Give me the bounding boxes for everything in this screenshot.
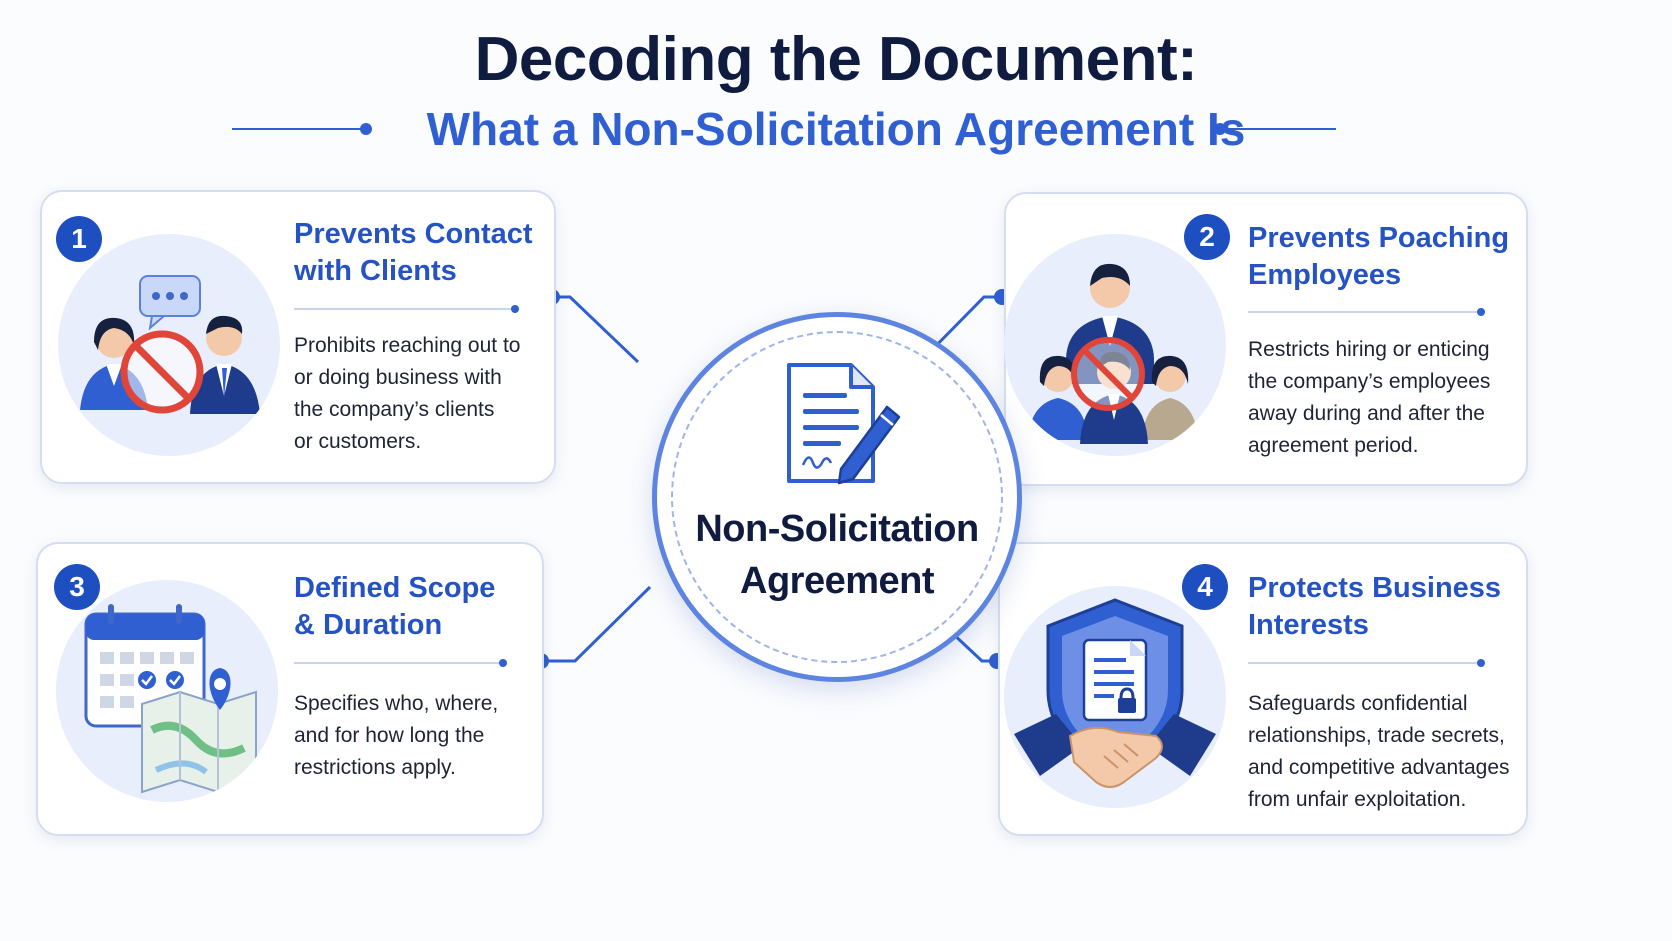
page-title: Decoding the Document: xyxy=(474,25,1198,94)
card-desc-line: or doing business with xyxy=(294,366,502,389)
card-number-badge: 1 xyxy=(56,216,102,262)
card-title-line: with Clients xyxy=(294,255,457,287)
card-divider xyxy=(1248,308,1485,316)
center-dashed-ring xyxy=(671,331,1003,663)
card-desc-line: Safeguards confidential xyxy=(1248,692,1468,715)
card-desc-line: and for how long the xyxy=(294,724,485,747)
no-client-contact-icon xyxy=(58,234,280,456)
card-divider xyxy=(1248,659,1485,667)
no-employee-poaching-icon xyxy=(1004,234,1226,456)
card-number-badge: 2 xyxy=(1184,214,1230,260)
subtitle-row: What a Non-Solicitation Agreement Is xyxy=(0,94,1672,164)
card-title-line: Employees xyxy=(1248,259,1402,291)
subtitle-left-line xyxy=(232,128,366,130)
shield-handshake-icon xyxy=(1004,586,1226,808)
card-description: Safeguards confidential relationships, t… xyxy=(1248,688,1510,816)
card-desc-line: Specifies who, where, xyxy=(294,692,499,715)
card-description: Prohibits reaching out to or doing busin… xyxy=(294,330,520,458)
card-number-badge: 4 xyxy=(1182,564,1228,610)
card-desc-line: or customers. xyxy=(294,430,422,453)
card-title-line: Prevents Poaching xyxy=(1248,222,1510,254)
card-title-line: Interests xyxy=(1248,609,1369,641)
card-title-line: Defined Scope xyxy=(294,572,496,604)
subtitle-left-dot xyxy=(360,123,372,135)
card-title: Prevents Poaching Employees xyxy=(1248,220,1509,294)
card-desc-line: relationships, trade secrets, xyxy=(1248,724,1505,747)
subtitle-right-line xyxy=(1222,128,1336,130)
card-description: Specifies who, where, and for how long t… xyxy=(294,688,498,784)
card-title-line: Protects Business xyxy=(1248,572,1502,604)
card-prevents-contact-with-clients: 1 Prevents Contact with Clients Prohibit… xyxy=(40,190,556,484)
connector-3 xyxy=(541,585,652,663)
card-divider xyxy=(294,305,519,313)
card-title: Defined Scope & Duration xyxy=(294,570,495,644)
card-desc-line: away during and after the xyxy=(1248,402,1485,425)
card-desc-line: Prohibits reaching out to xyxy=(294,334,521,357)
card-desc-line: and competitive advantages xyxy=(1248,756,1510,779)
page-subtitle: What a Non-Solicitation Agreement Is xyxy=(426,103,1246,155)
card-number-badge: 3 xyxy=(54,564,100,610)
card-desc-line: the company’s employees xyxy=(1248,370,1491,393)
calendar-map-icon xyxy=(56,580,278,802)
card-description: Restricts hiring or enticing the company… xyxy=(1248,334,1490,462)
subtitle-right-dot xyxy=(1214,123,1226,135)
connector-1 xyxy=(552,295,640,364)
card-defined-scope-duration: 3 Defined Scope & Duration Specifies who… xyxy=(36,542,544,836)
card-desc-line: restrictions apply. xyxy=(294,756,456,779)
center-label-line: Agreement xyxy=(740,560,935,602)
center-hub: Non-Solicitation Agreement xyxy=(652,312,1022,682)
card-title: Protects Business Interests xyxy=(1248,570,1501,644)
card-protects-business-interests: 4 Protects Business Interests Safeguards… xyxy=(998,542,1528,836)
center-label: Non-Solicitation Agreement xyxy=(657,503,1017,607)
card-title-line: & Duration xyxy=(294,609,443,641)
card-prevents-poaching-employees: 2 Prevents Poaching Employees Restricts … xyxy=(1004,192,1528,486)
card-title: Prevents Contact with Clients xyxy=(294,216,533,290)
card-desc-line: the company’s clients xyxy=(294,398,495,421)
signed-document-icon xyxy=(787,363,901,485)
card-desc-line: from unfair exploitation. xyxy=(1248,788,1467,811)
card-desc-line: Restricts hiring or enticing xyxy=(1248,338,1490,361)
card-desc-line: agreement period. xyxy=(1248,434,1419,457)
center-label-line: Non-Solicitation xyxy=(695,508,979,550)
card-title-line: Prevents Contact xyxy=(294,218,533,250)
card-divider xyxy=(294,659,507,667)
